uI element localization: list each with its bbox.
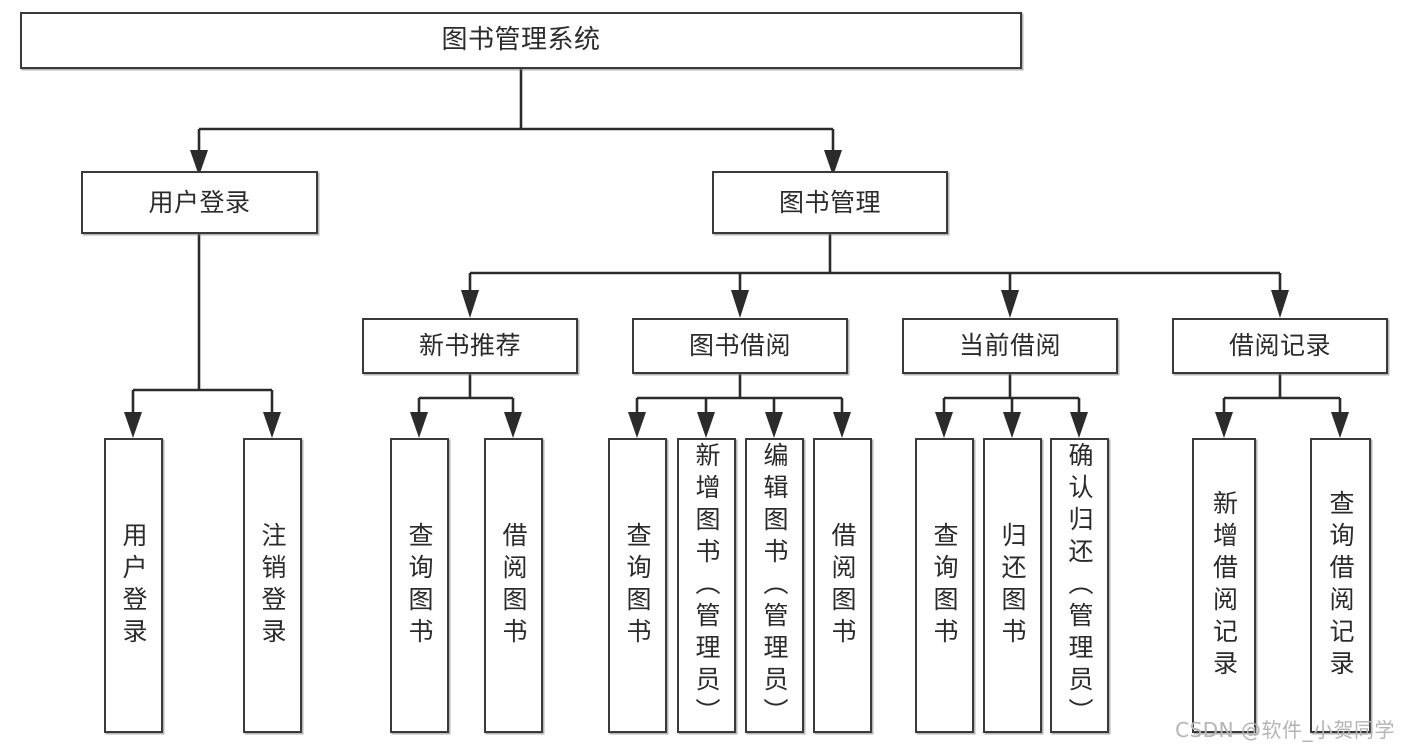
- node-label: 新增图书（管理员）: [692, 441, 721, 730]
- node-new-book-recommend[interactable]: 新书推荐: [362, 318, 578, 374]
- node-label: 查询借阅记录: [1326, 489, 1355, 682]
- node-label: 确认归还（管理员）: [1065, 441, 1094, 730]
- node-leaf-borrow-book[interactable]: 借阅图书: [813, 438, 872, 733]
- node-leaf-edit-book[interactable]: 编辑图书（管理员）: [745, 438, 804, 733]
- node-leaf-query-borrow-record[interactable]: 查询借阅记录: [1310, 438, 1371, 733]
- node-label: 图书借阅: [688, 331, 791, 361]
- node-label: 借阅记录: [1228, 331, 1331, 361]
- node-leaf-borrow-book-recommend[interactable]: 借阅图书: [484, 438, 543, 733]
- node-borrow-record[interactable]: 借阅记录: [1172, 318, 1388, 374]
- node-label: 查询图书: [930, 521, 959, 650]
- node-leaf-add-book[interactable]: 新增图书（管理员）: [677, 438, 736, 733]
- node-current-borrow[interactable]: 当前借阅: [902, 318, 1118, 374]
- node-label: 当前借阅: [958, 331, 1061, 361]
- node-leaf-logout[interactable]: 注销登录: [243, 438, 302, 733]
- node-user-login[interactable]: 用户登录: [81, 171, 318, 234]
- node-label: 图书管理: [778, 187, 881, 217]
- csdn-watermark: CSDN @软件_小贺同学: [1175, 718, 1395, 742]
- node-label: 查询图书: [623, 521, 652, 650]
- node-label: 用户登录: [119, 521, 148, 650]
- node-leaf-query-book-borrow[interactable]: 查询图书: [608, 438, 667, 733]
- node-leaf-user-login[interactable]: 用户登录: [104, 438, 163, 733]
- node-leaf-add-borrow-record[interactable]: 新增借阅记录: [1192, 438, 1256, 733]
- node-book-borrow[interactable]: 图书借阅: [632, 318, 848, 374]
- node-label: 注销登录: [258, 521, 287, 650]
- node-leaf-return-book[interactable]: 归还图书: [983, 438, 1042, 733]
- node-label: 编辑图书（管理员）: [760, 441, 789, 730]
- node-book-management[interactable]: 图书管理: [712, 171, 948, 234]
- node-label: 图书管理系统: [441, 25, 601, 56]
- node-root-book-management-system[interactable]: 图书管理系统: [20, 12, 1022, 69]
- node-label: 查询图书: [405, 521, 434, 650]
- node-leaf-query-book-recommend[interactable]: 查询图书: [390, 438, 449, 733]
- node-label: 借阅图书: [828, 521, 857, 650]
- node-label: 新书推荐: [418, 331, 521, 361]
- node-label: 用户登录: [148, 187, 251, 217]
- node-label: 借阅图书: [499, 521, 528, 650]
- node-leaf-query-book-current[interactable]: 查询图书: [915, 438, 974, 733]
- node-leaf-confirm-return[interactable]: 确认归还（管理员）: [1050, 438, 1109, 733]
- node-label: 归还图书: [998, 521, 1027, 650]
- node-label: 新增借阅记录: [1209, 489, 1239, 682]
